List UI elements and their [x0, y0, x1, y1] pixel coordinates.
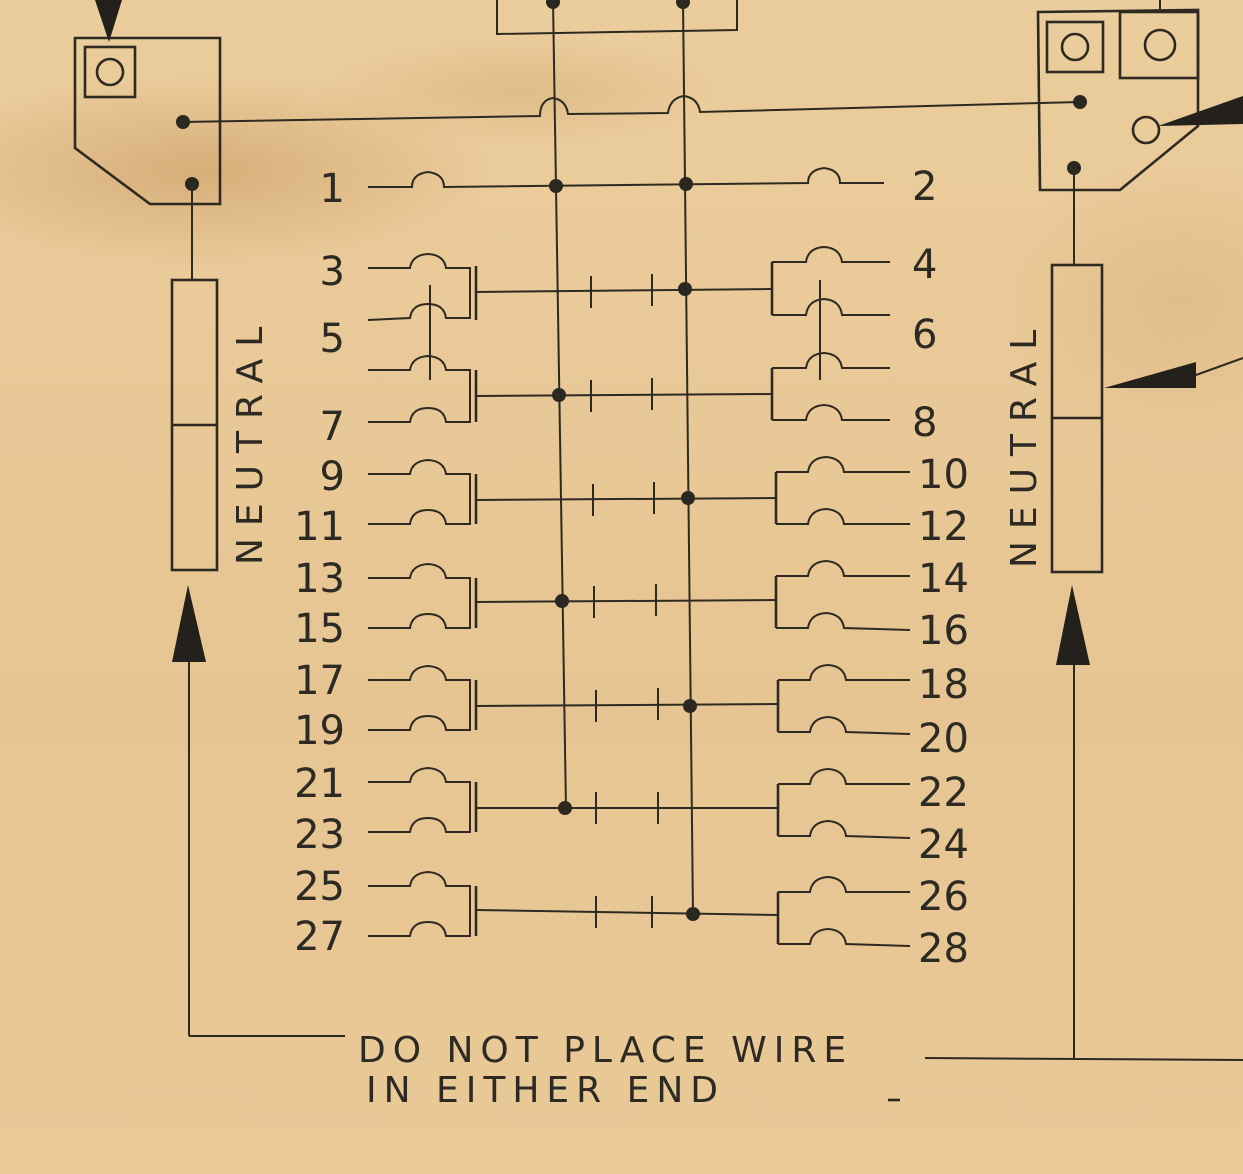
bottom-note: DO NOT PLACE WIRE IN EITHER END: [358, 1030, 900, 1111]
terminal-label: 20: [918, 716, 969, 762]
terminal-label: 1: [320, 166, 345, 212]
note-line-2: IN EITHER END: [366, 1070, 725, 1111]
right-neutral-bar: NEUTRAL: [924, 168, 1243, 1061]
terminal-label: 21: [294, 761, 345, 807]
terminal-label: 6: [912, 312, 937, 358]
terminal-label: 10: [918, 452, 969, 498]
left-up-arrow: [172, 585, 206, 662]
note-line-1: DO NOT PLACE WIRE: [358, 1030, 853, 1071]
terminal-label: 16: [918, 608, 969, 654]
terminal-label: 8: [912, 400, 937, 446]
terminal-label: 19: [294, 708, 345, 754]
terminal-row-1-2: [368, 166, 884, 193]
left-terminal-numbers: 1 3 5 7 9 11 13 15 17 19 21 23 25 27: [294, 166, 345, 960]
top-left-pointer-arrow: [95, 0, 122, 42]
left-switch-block: [73, 0, 222, 206]
terminal-label: 14: [918, 556, 969, 602]
left-neutral-bar: NEUTRAL: [170, 184, 345, 1037]
terminal-label: 27: [294, 914, 345, 960]
terminal-label: 12: [918, 504, 969, 550]
right-up-arrow: [1056, 585, 1090, 665]
left-neutral-label: NEUTRAL: [230, 315, 271, 565]
terminal-label: 13: [294, 556, 345, 602]
top-right-pointer-arrow: [1158, 96, 1243, 126]
terminal-label: 26: [918, 874, 969, 920]
right-side-pointer-arrow: [1104, 362, 1196, 388]
terminal-label: 23: [294, 812, 345, 858]
right-terminal-numbers: 2 4 6 8 10 12 14 16 18 20 22 24 26 28: [912, 164, 969, 972]
terminal-label: 7: [320, 404, 345, 450]
terminal-label: 11: [294, 504, 345, 550]
terminal-label: 22: [918, 770, 969, 816]
terminal-label: 28: [918, 926, 969, 972]
terminal-label: 4: [912, 242, 937, 288]
terminal-label: 2: [912, 164, 937, 210]
terminal-label: 25: [294, 864, 345, 910]
terminal-label: 3: [320, 249, 345, 295]
terminal-label: 17: [294, 658, 345, 704]
right-neutral-label: NEUTRAL: [1004, 318, 1045, 568]
terminal-label: 24: [918, 822, 969, 868]
terminal-rows: [367, 245, 911, 947]
terminal-label: 9: [320, 454, 345, 500]
terminal-label: 18: [918, 662, 969, 708]
terminal-label: 15: [294, 606, 345, 652]
terminal-label: 5: [320, 316, 345, 362]
right-switch-block: [1036, 0, 1243, 192]
